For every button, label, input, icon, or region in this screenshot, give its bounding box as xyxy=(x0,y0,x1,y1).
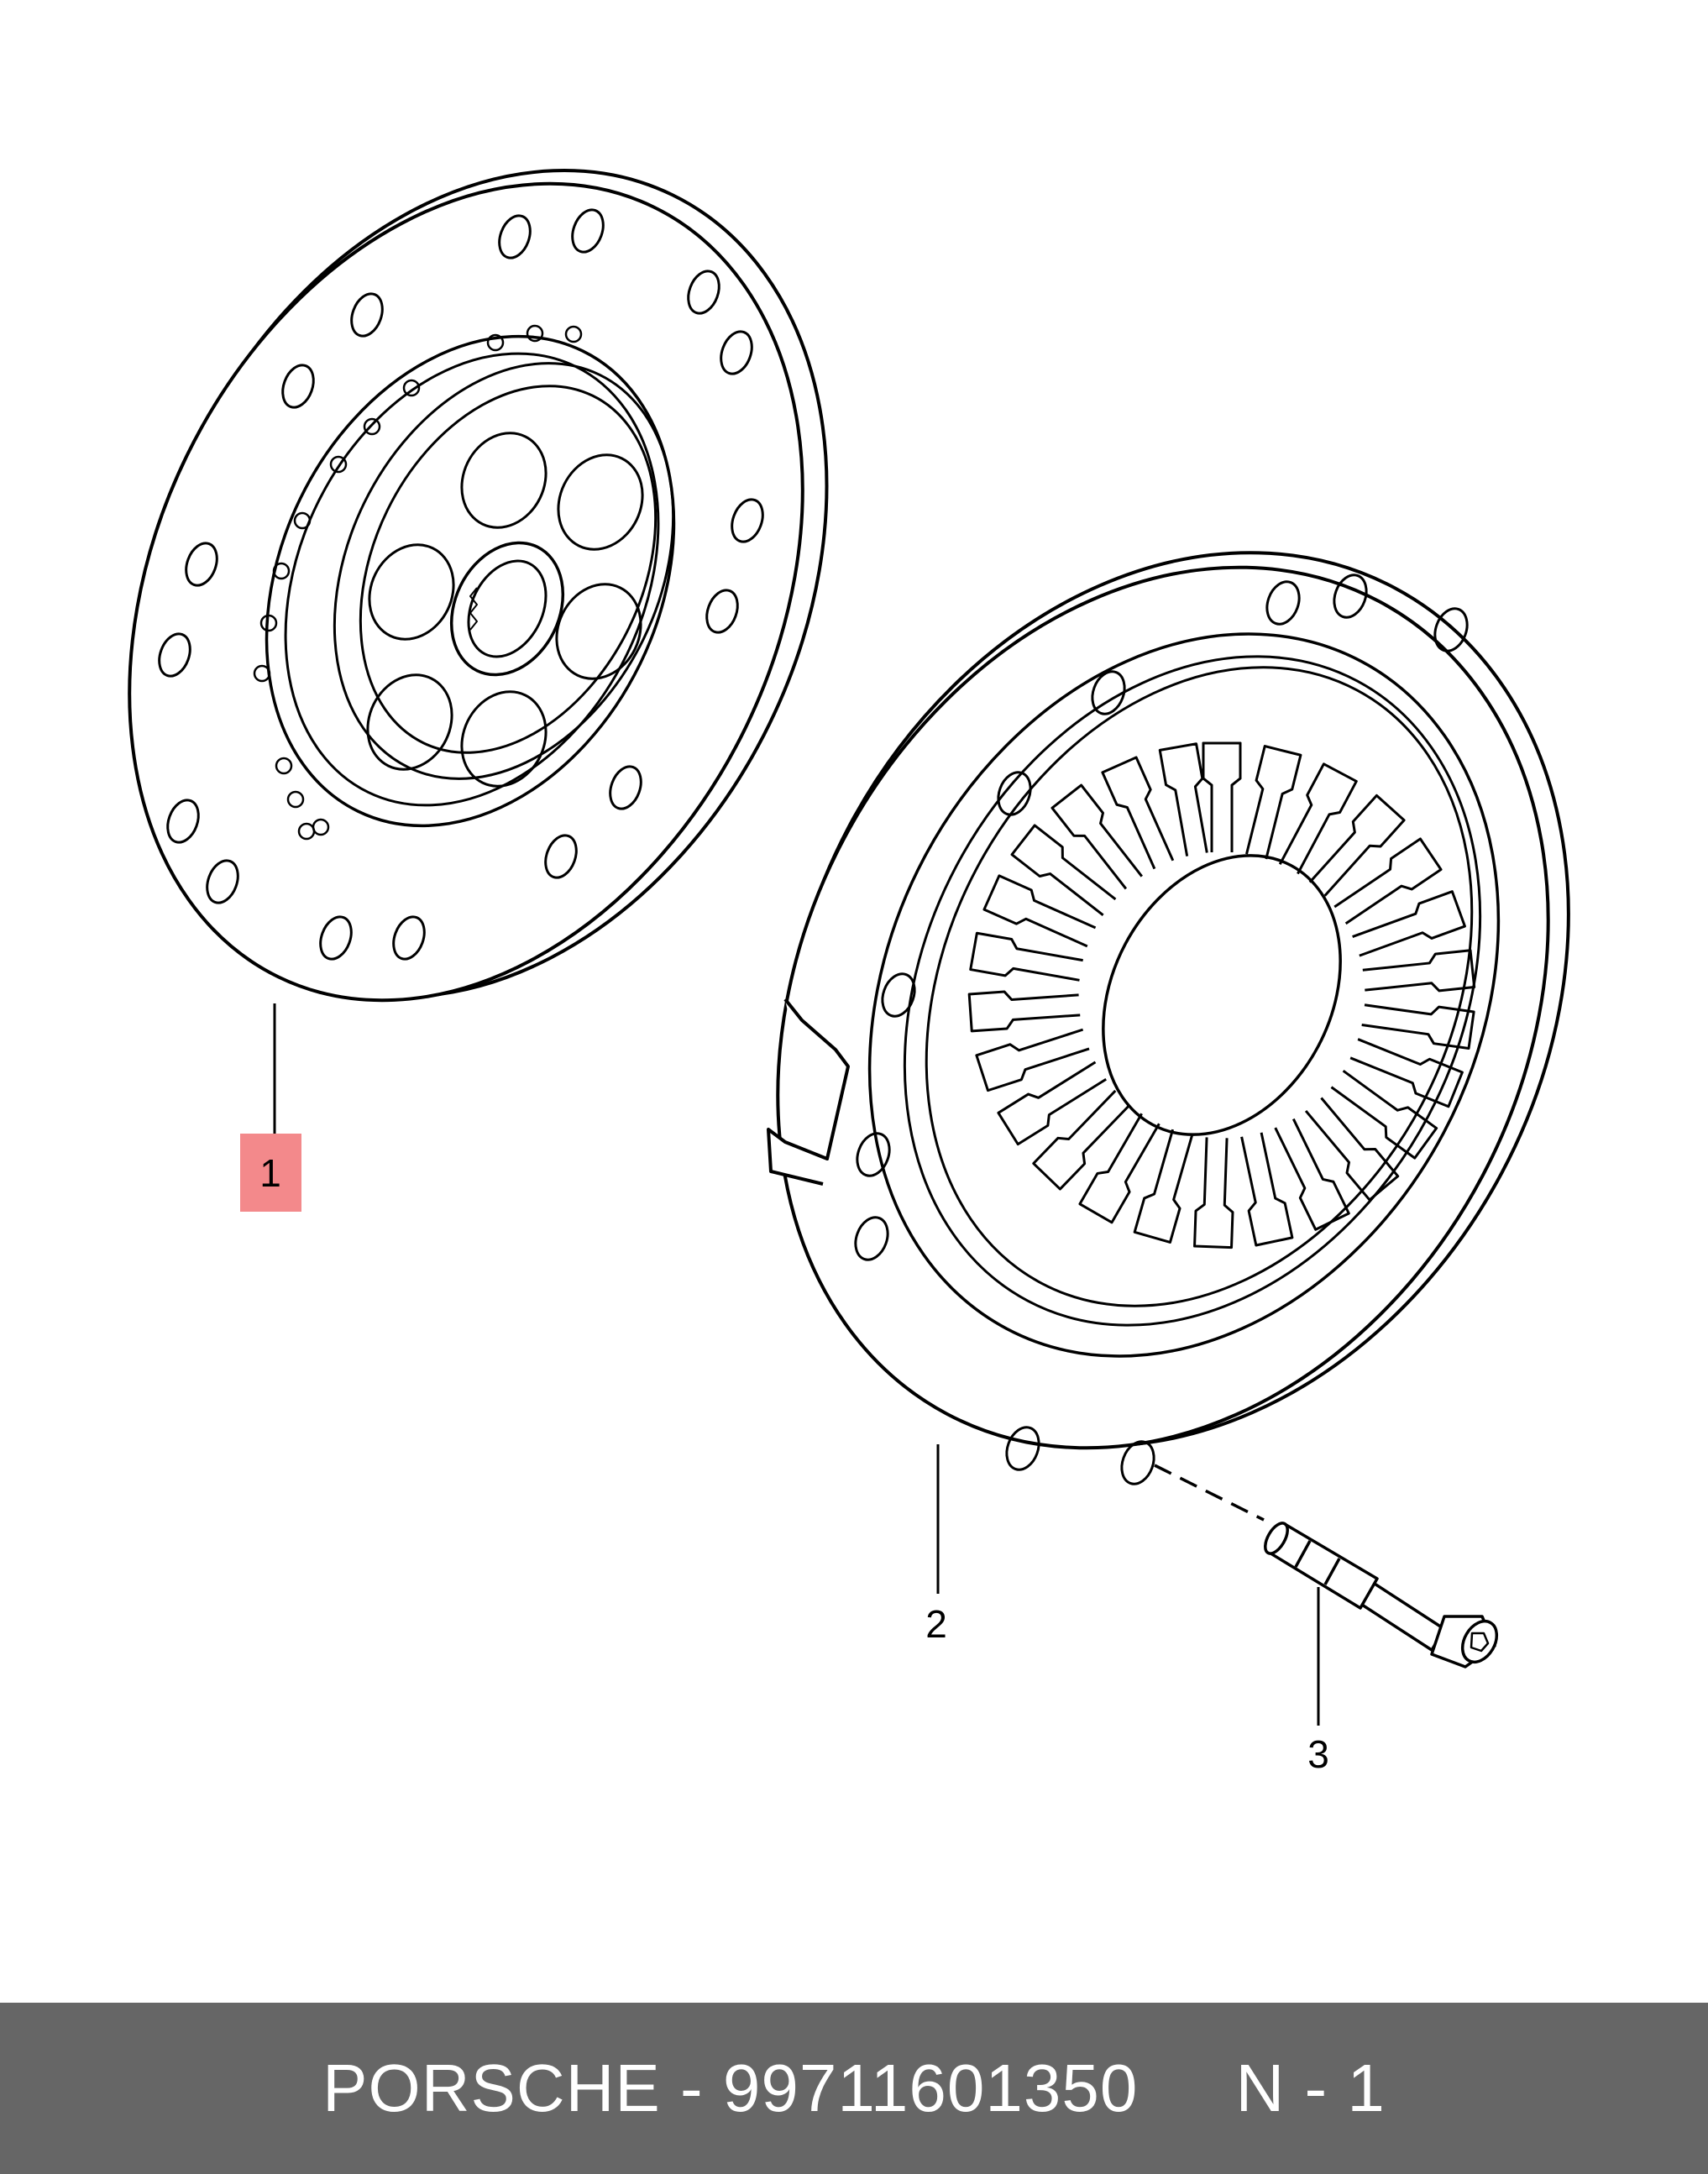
part-number-text: PORSCHE - 99711601350 N - 1 xyxy=(322,2051,1386,2125)
callout-1-label[interactable]: 1 xyxy=(259,1151,281,1195)
callout-3-label[interactable]: 3 xyxy=(1307,1732,1329,1776)
callout-leaders xyxy=(273,1003,1320,1726)
callout-2-label[interactable]: 2 xyxy=(925,1602,947,1646)
bolt-drawing xyxy=(1154,1464,1499,1668)
pressure-plate-drawing xyxy=(767,551,1570,1485)
part-number-banner: PORSCHE - 99711601350 N - 1 xyxy=(0,2003,1708,2174)
callout-1-highlight xyxy=(240,1134,301,1212)
exploded-parts-diagram: 1 2 3 xyxy=(128,169,1570,1776)
clutch-disc-drawing xyxy=(128,169,829,1003)
